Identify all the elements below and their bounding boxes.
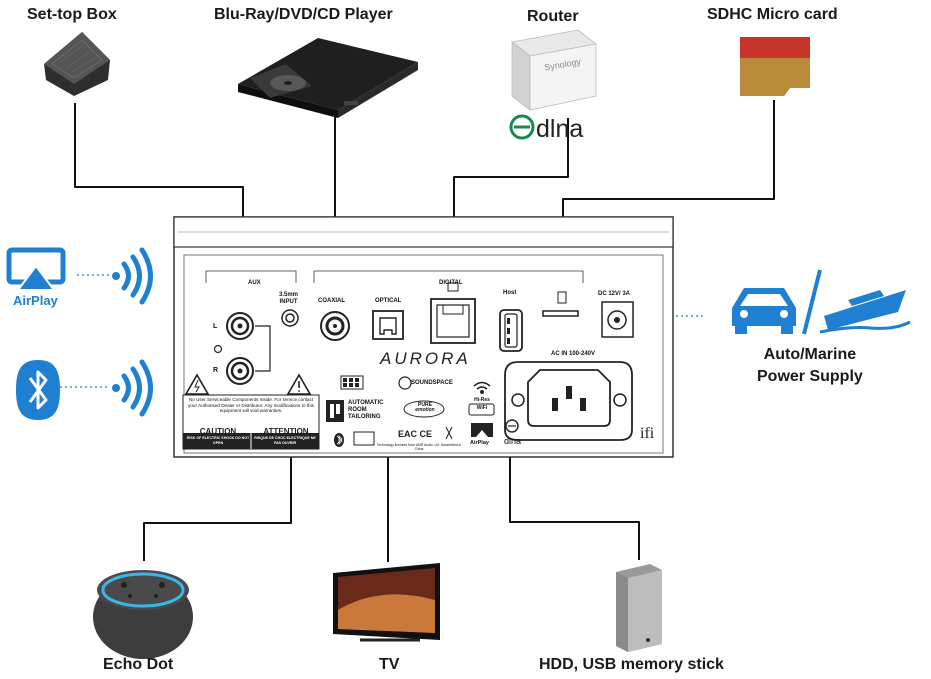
coaxial-jack bbox=[320, 311, 350, 341]
jack-grid-logo bbox=[340, 375, 364, 390]
attention-sub-text: RISQUE DE CHOC ELECTRIQUE NE PAS OUVRIR bbox=[254, 436, 316, 445]
panel-inset bbox=[183, 254, 664, 454]
rca-left-jack bbox=[226, 312, 254, 340]
warning-label bbox=[182, 394, 320, 450]
host-label: Host bbox=[503, 290, 517, 296]
ifi-brand: ifi bbox=[640, 425, 655, 442]
ac-power-inlet bbox=[504, 361, 633, 441]
ac-label: AC IN 100-240V bbox=[551, 351, 596, 357]
soundspace-label: SOUNDSPACE bbox=[411, 380, 453, 386]
auto-marine-line2: Power Supply bbox=[757, 368, 863, 385]
caution-text: CAUTION bbox=[199, 427, 237, 436]
usb-port bbox=[499, 309, 523, 352]
bluetooth-icon bbox=[16, 360, 60, 420]
optical-label: OPTICAL bbox=[375, 298, 402, 304]
dlna-small-logo bbox=[505, 419, 519, 433]
caution-sub-text: RISK OF ELECTRIC SHOCK DO NOT OPEN bbox=[186, 436, 250, 445]
aptx-logo bbox=[353, 431, 375, 446]
art-line3: TAILORING bbox=[348, 414, 381, 420]
router-label: Router bbox=[527, 8, 579, 25]
airplay-small-label: AirPlay bbox=[470, 440, 489, 446]
hazard-triangle-right bbox=[286, 373, 312, 395]
dlna-small-label: dlna bbox=[504, 436, 522, 446]
auto-marine-label: Auto/Marine Power Supply bbox=[757, 344, 863, 388]
input-35-line2: INPUT bbox=[279, 299, 298, 305]
hazard-triangle-left bbox=[184, 373, 210, 395]
settop-box-image bbox=[44, 32, 110, 96]
wifi-logo bbox=[473, 381, 491, 394]
lr-link-bracket bbox=[255, 325, 271, 372]
svg-text:EAC CE: EAC CE bbox=[398, 429, 432, 439]
airplay-icon bbox=[6, 247, 66, 291]
airplay-label: AirPlay bbox=[13, 293, 58, 308]
ce-marks: EAC CE bbox=[398, 426, 453, 440]
made-in-text: Technology licensed from AMR Audio, UK. … bbox=[376, 443, 462, 452]
digital-label: DIGITAL bbox=[439, 280, 463, 286]
wireless-waves-icon-bottom bbox=[112, 359, 153, 417]
airplay-small-logo bbox=[471, 423, 493, 437]
bluray-label: Blu-Ray/DVD/CD Player bbox=[214, 6, 393, 23]
left-channel-label: L bbox=[213, 323, 218, 330]
art-logo bbox=[326, 400, 344, 422]
echo-dot-image bbox=[93, 570, 193, 659]
sdhc-label: SDHC Micro card bbox=[707, 6, 838, 23]
aurora-rear-panel: EAC CE bbox=[173, 216, 674, 458]
rca-right-jack bbox=[226, 357, 254, 385]
hires-line2: WiFi bbox=[476, 405, 488, 411]
ethernet-port bbox=[430, 282, 476, 344]
input-35-label: 3.5mm INPUT bbox=[279, 292, 298, 306]
right-channel-label: R bbox=[213, 367, 219, 374]
warning-text: No User Serviceable Components Inside. F… bbox=[188, 397, 314, 414]
art-label: AUTOMATIC ROOM TAILORING bbox=[348, 400, 383, 421]
ground-screw bbox=[213, 344, 223, 354]
boat-icon bbox=[819, 290, 911, 334]
pure-line1: PURE bbox=[418, 402, 432, 408]
hires-line1: Hi-Res bbox=[474, 397, 490, 403]
dlna-logo: dlna bbox=[509, 114, 583, 143]
tv-label: TV bbox=[379, 656, 400, 673]
soundspace-logo bbox=[398, 376, 412, 390]
hdd-label: HDD, USB memory stick bbox=[539, 656, 724, 673]
attention-text: ATTENTION bbox=[263, 427, 309, 436]
hdd-image bbox=[616, 564, 662, 652]
sd-card-slot bbox=[542, 291, 579, 317]
coaxial-label: COAXIAL bbox=[318, 298, 345, 304]
dc-label: DC 12V/ 3A bbox=[598, 291, 631, 297]
dlna-text: dlna bbox=[536, 115, 583, 143]
pure-emotion-label: PURE emotion bbox=[410, 403, 440, 413]
art-line1: AUTOMATIC bbox=[348, 400, 384, 406]
hires-label: Hi-Res WiFi bbox=[470, 396, 494, 412]
aux-bracket bbox=[205, 270, 297, 283]
jack-35mm bbox=[281, 309, 299, 327]
hires-wifi-badge bbox=[468, 403, 495, 416]
car-icon bbox=[732, 288, 796, 334]
router-image: Synology bbox=[511, 29, 597, 111]
aurora-brand: AURORA bbox=[380, 349, 471, 368]
bluetooth-small-logo bbox=[334, 433, 344, 447]
sdhc-card-image bbox=[740, 37, 810, 96]
wireless-links bbox=[60, 274, 705, 388]
settop-box-label: Set-top Box bbox=[27, 6, 117, 23]
auto-marine-line1: Auto/Marine bbox=[763, 346, 857, 363]
wireless-waves-icon-top bbox=[112, 247, 153, 305]
pure-line2: emotion bbox=[415, 407, 435, 413]
pure-emotion-logo bbox=[403, 400, 445, 418]
art-line2: ROOM bbox=[348, 407, 367, 413]
input-35-line1: 3.5mm bbox=[279, 292, 299, 298]
digital-bracket bbox=[313, 270, 584, 283]
aux-label: AUX bbox=[248, 280, 261, 286]
echo-dot-label: Echo Dot bbox=[103, 656, 174, 673]
tv-image bbox=[333, 563, 440, 642]
bluray-player-image bbox=[238, 38, 418, 118]
dc-power-jack bbox=[601, 301, 634, 338]
optical-port bbox=[372, 310, 404, 340]
car-boat-divider bbox=[802, 269, 822, 335]
